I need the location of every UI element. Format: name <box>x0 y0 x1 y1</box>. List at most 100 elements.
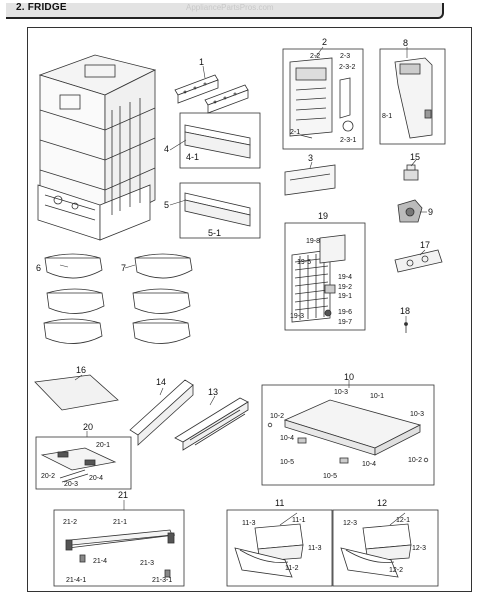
label-7: 7 <box>121 263 126 273</box>
part-16-glass-shelf <box>34 374 119 411</box>
part-4-shelf-trim <box>184 124 251 159</box>
part-1-rails <box>174 74 249 114</box>
label-10-4a: 10-4 <box>280 435 294 442</box>
part-5-shelf-trim <box>184 192 251 227</box>
part-19-box <box>284 222 366 331</box>
label-5: 5 <box>164 200 169 210</box>
label-12-1: 12-1 <box>396 517 410 524</box>
label-19-2: 19-2 <box>338 284 352 291</box>
label-5-1: 5-1 <box>208 228 221 238</box>
part-4-box <box>179 112 261 169</box>
watermark: AppliancePartsPros.com <box>186 3 274 12</box>
part-12-crisper <box>340 523 412 578</box>
label-2-3-1: 2-3-1 <box>340 137 356 144</box>
label-19-5: 19-5 <box>297 259 311 266</box>
label-14: 14 <box>156 377 166 387</box>
label-17: 17 <box>420 240 430 250</box>
label-21-4-1: 21-4-1 <box>66 577 86 584</box>
label-2-1: 2-1 <box>290 129 300 136</box>
header-bar <box>6 3 444 19</box>
diagram-frame <box>27 27 472 592</box>
label-19-8: 19-8 <box>306 238 320 245</box>
part-6-door-bins <box>43 253 105 344</box>
label-19-6: 19-6 <box>338 309 352 316</box>
label-16: 16 <box>76 365 86 375</box>
label-2-2: 2-2 <box>310 53 320 60</box>
label-19-3: 19-3 <box>290 313 304 320</box>
label-4-1: 4-1 <box>186 152 199 162</box>
section-header: 2. FRIDGE AppliancePartsPros.com <box>6 0 444 19</box>
label-2-3: 2-3 <box>340 53 350 60</box>
label-2: 2 <box>322 37 327 47</box>
label-10-1: 10-1 <box>370 393 384 400</box>
label-12: 12 <box>377 498 387 508</box>
label-4: 4 <box>164 144 169 154</box>
part-5-box <box>179 182 261 239</box>
label-19: 19 <box>318 211 328 221</box>
label-21: 21 <box>118 490 128 500</box>
part-14-rail <box>129 379 194 446</box>
label-11-3b: 11-3 <box>308 545 322 552</box>
label-21-4: 21-4 <box>93 558 107 565</box>
label-18: 18 <box>400 306 410 316</box>
label-2-3-2: 2-3-2 <box>339 64 355 71</box>
label-10: 10 <box>344 372 354 382</box>
section-title: 2. FRIDGE <box>16 2 67 13</box>
part-19-filter-assembly <box>291 234 346 323</box>
label-20-1: 20-1 <box>96 442 110 449</box>
part-17-bracket <box>394 249 443 273</box>
part-2-box <box>282 48 364 150</box>
part-8-dispenser <box>394 57 433 139</box>
part-18-screw <box>404 322 408 333</box>
label-11: 11 <box>275 498 284 508</box>
label-13: 13 <box>208 387 218 397</box>
label-19-7: 19-7 <box>338 319 352 326</box>
part-3-cover <box>284 164 336 196</box>
part-7-door-bins <box>132 253 193 344</box>
label-12-3a: 12-3 <box>343 520 357 527</box>
part-9-damper <box>397 199 423 223</box>
label-15: 15 <box>410 152 420 162</box>
label-20: 20 <box>83 422 93 432</box>
label-20-3: 20-3 <box>64 481 78 488</box>
part-15-clip <box>403 164 419 181</box>
label-20-4: 20-4 <box>89 475 103 482</box>
label-10-2a: 10-2 <box>270 413 284 420</box>
label-11-2: 11-2 <box>285 565 299 572</box>
label-8-1: 8-1 <box>382 113 392 120</box>
part-12-box <box>332 509 439 587</box>
label-10-3a: 10-3 <box>334 389 348 396</box>
fridge-cabinet-drawing <box>37 54 157 241</box>
label-21-3-1: 21-3-1 <box>152 577 172 584</box>
label-19-4: 19-4 <box>338 274 352 281</box>
label-10-4b: 10-4 <box>362 461 376 468</box>
label-9: 9 <box>428 207 433 217</box>
part-13-rail <box>174 397 249 451</box>
label-20-2: 20-2 <box>41 473 55 480</box>
part-21-box <box>53 509 185 587</box>
label-10-5b: 10-5 <box>323 473 337 480</box>
label-6: 6 <box>36 263 41 273</box>
label-10-5a: 10-5 <box>280 459 294 466</box>
label-1: 1 <box>199 57 204 67</box>
label-11-1: 11-1 <box>292 517 306 524</box>
label-11-3a: 11-3 <box>242 520 256 527</box>
part-10-shelf <box>267 399 429 464</box>
label-19-1: 19-1 <box>338 293 352 300</box>
part-20-tray <box>40 447 117 483</box>
label-12-3b: 12-3 <box>412 545 426 552</box>
label-21-3: 21-3 <box>140 560 154 567</box>
part-20-box <box>35 436 132 490</box>
label-12-2: 12-2 <box>389 567 403 574</box>
part-2-control-cover <box>289 57 354 139</box>
label-10-3b: 10-3 <box>410 411 424 418</box>
label-21-2: 21-2 <box>63 519 77 526</box>
part-10-box <box>261 384 435 486</box>
part-8-box <box>379 48 446 145</box>
label-10-2b: 10-2 <box>408 457 422 464</box>
label-21-1: 21-1 <box>113 519 127 526</box>
part-11-crisper <box>234 523 304 578</box>
label-3: 3 <box>308 153 313 163</box>
part-21-drawer-rail <box>65 529 176 578</box>
